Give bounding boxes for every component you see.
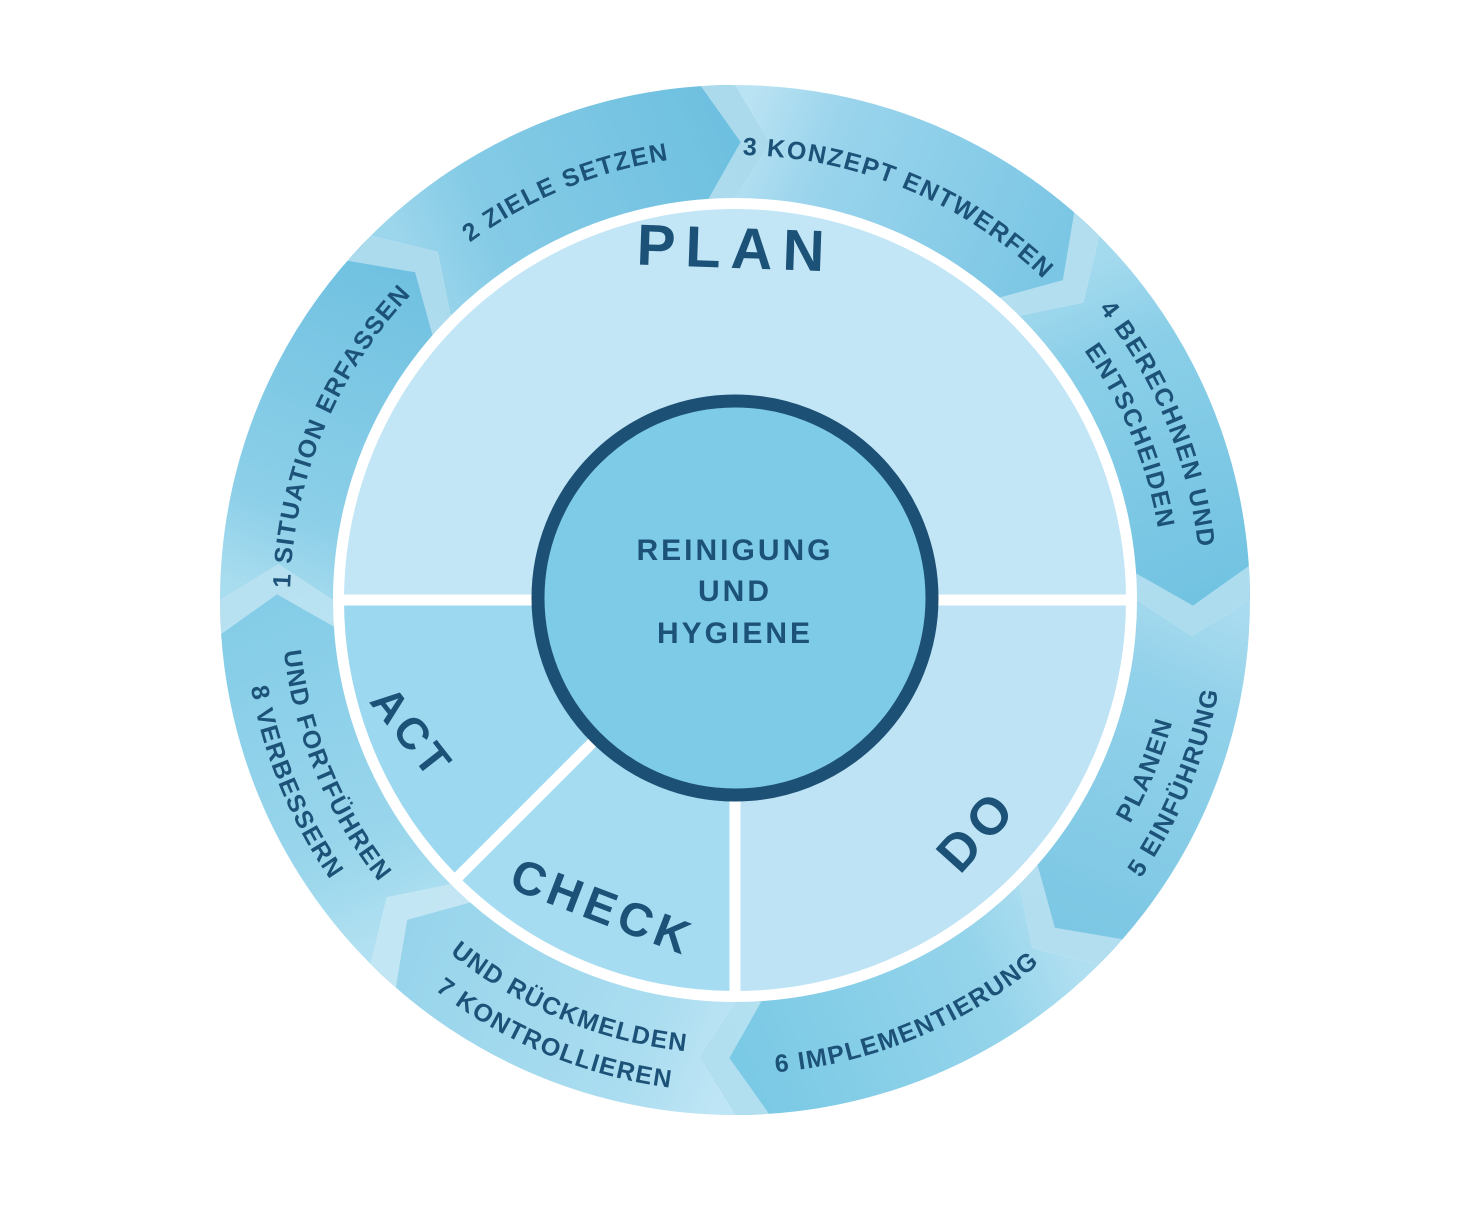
segment-4-arrowhead — [1136, 565, 1250, 636]
center-label-line-2: UND — [698, 575, 772, 608]
segment-8-shape — [220, 564, 451, 965]
segment-7-arrowhead — [370, 884, 471, 988]
segment-2-shape — [370, 84, 771, 316]
segment-6-arrowhead — [699, 1001, 770, 1115]
center-circle — [531, 394, 939, 802]
segment-3-shape — [735, 84, 1100, 316]
segment-1-arrowhead — [347, 235, 451, 336]
center-label-line-1: REINIGUNG — [636, 534, 833, 567]
segment-7-shape — [370, 884, 735, 1115]
segment-4-shape — [1019, 235, 1250, 636]
segment-3-arrowhead — [999, 212, 1100, 316]
sector-plan-label: PLAN — [636, 213, 836, 285]
segment-2-arrowhead — [700, 85, 771, 199]
segment-5-arrowhead — [1019, 864, 1123, 965]
center-label-line-3: HYGIENE — [657, 617, 813, 650]
segment-8-arrowhead — [220, 564, 334, 635]
segment-6-shape — [699, 884, 1100, 1115]
segment-1-shape — [219, 235, 451, 601]
segment-5-shape — [1019, 600, 1250, 965]
